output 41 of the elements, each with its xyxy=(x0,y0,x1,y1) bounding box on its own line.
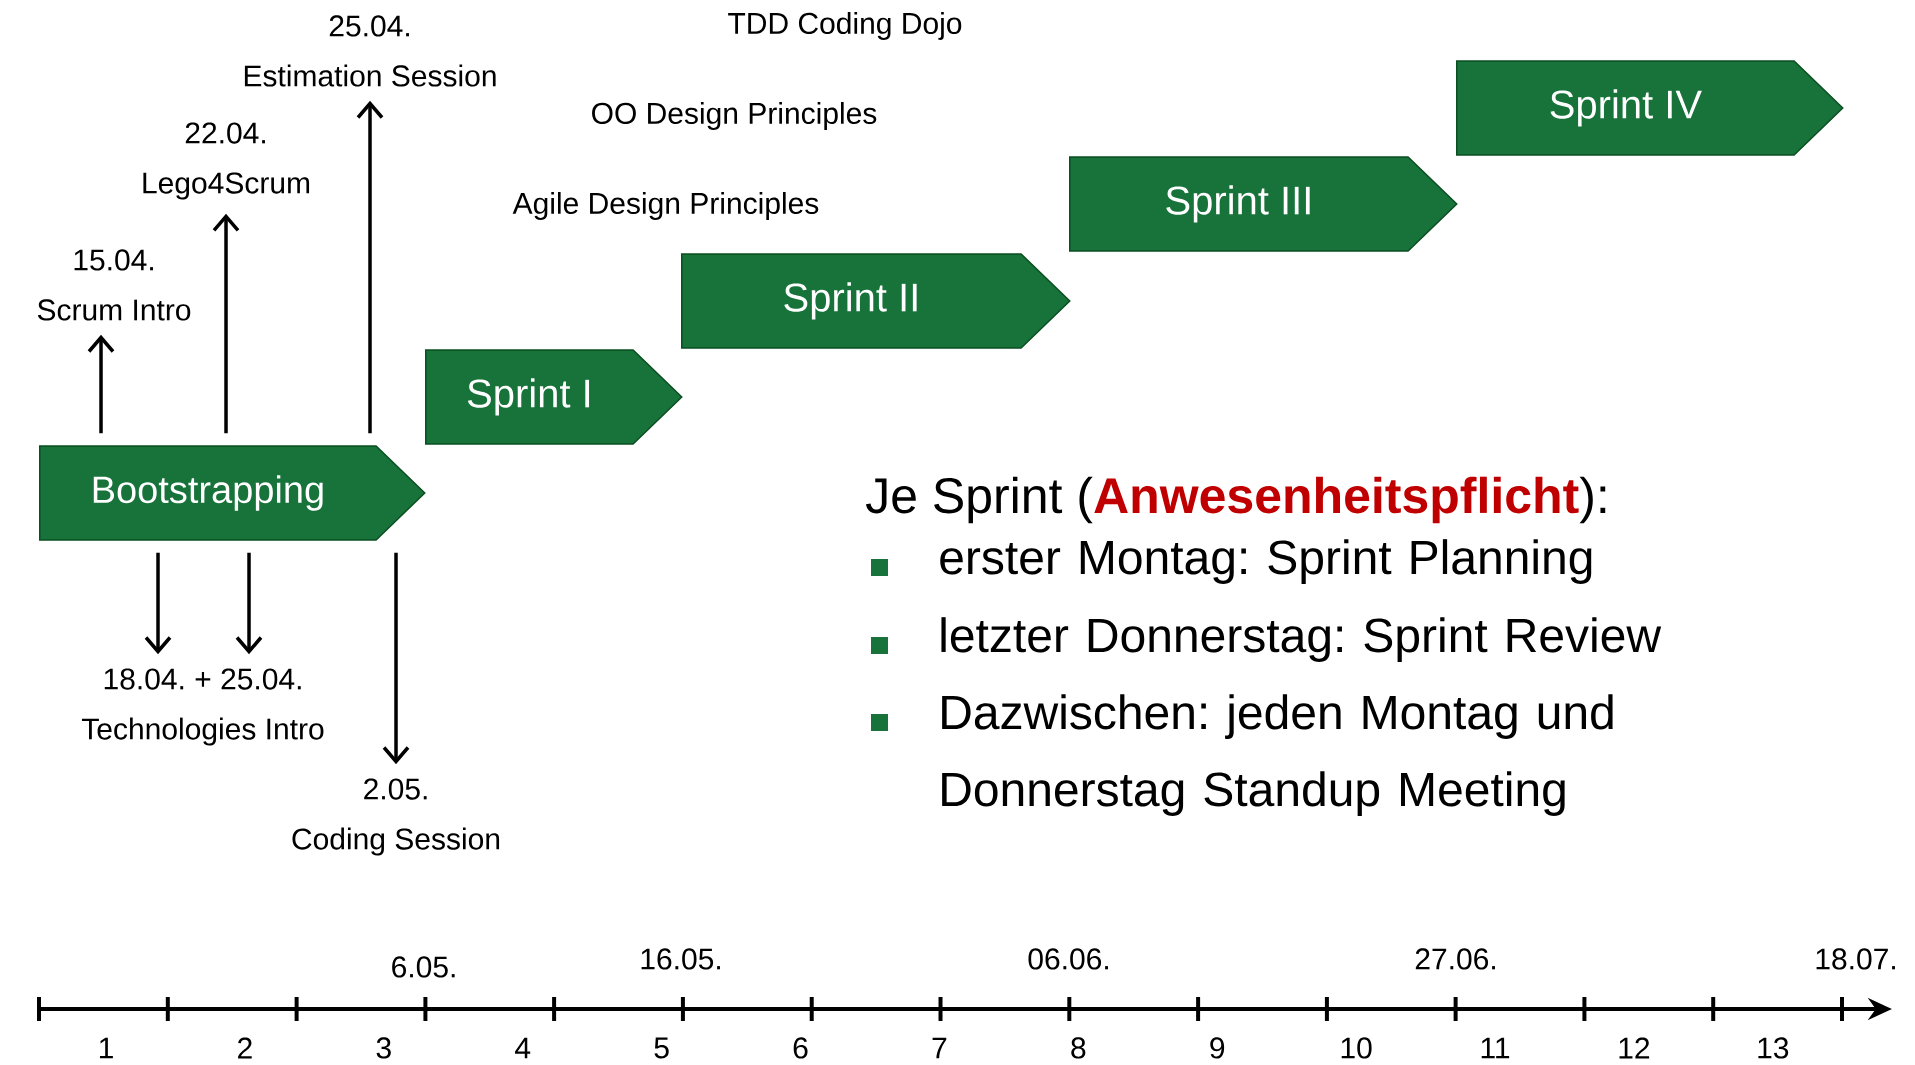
topic-label: OO Design Principles xyxy=(592,102,877,130)
arrow xyxy=(212,213,240,434)
phase-box: Sprint IV xyxy=(1456,60,1844,156)
arrow xyxy=(87,334,115,434)
phase-box: Sprint I xyxy=(425,349,683,445)
arrow xyxy=(235,552,263,655)
heading-text: Je Sprint (Anwesenheitspflicht): xyxy=(866,476,1606,524)
week-number: 5 xyxy=(654,1037,669,1059)
week-number: 4 xyxy=(515,1037,531,1059)
week-number: 9 xyxy=(1210,1037,1225,1059)
week-number: 7 xyxy=(932,1037,947,1059)
date-label: 06.06. xyxy=(1028,948,1108,970)
week-number: 13 xyxy=(1758,1037,1789,1059)
date-label: 18.07. xyxy=(1816,948,1895,970)
event-label: 18.04. + 25.04. Technologies Intro xyxy=(81,668,324,746)
week-number: 10 xyxy=(1341,1037,1372,1059)
arrow xyxy=(356,100,384,434)
week-number: 11 xyxy=(1481,1037,1510,1059)
phase-box: Sprint III xyxy=(1069,156,1458,252)
event-label: 15.04. Scrum Intro xyxy=(37,249,191,321)
date-label: 16.05. xyxy=(641,948,720,970)
week-number: 6 xyxy=(793,1037,808,1059)
week-number: 12 xyxy=(1619,1037,1650,1059)
event-label: 25.04. Estimation Session xyxy=(244,15,496,87)
phase-box: Bootstrapping xyxy=(39,445,426,541)
week-number: 2 xyxy=(238,1037,252,1059)
bullet-text: letzter Donnerstag: Sprint Review xyxy=(941,617,1662,662)
event-label: 22.04. Lego4Scrum xyxy=(143,122,310,200)
arrow xyxy=(144,552,172,655)
week-number: 1 xyxy=(99,1037,113,1059)
date-label: 6.05. xyxy=(392,956,455,978)
phase-box: Sprint II xyxy=(681,253,1071,349)
bullet-text: erster Montag: Sprint Planning xyxy=(940,539,1592,584)
week-number: 3 xyxy=(376,1037,391,1059)
event-label: 2.05. Coding Session xyxy=(292,778,500,856)
topic-label: Agile Design Principles xyxy=(512,192,819,220)
arrow xyxy=(382,552,410,765)
date-label: 27.06. xyxy=(1415,948,1495,970)
week-number: 8 xyxy=(1071,1037,1086,1059)
topic-label: TDD Coding Dojo xyxy=(728,12,962,40)
bullet-text: Dazwischen: jeden Montag und Donnerstag Standup Meeting xyxy=(942,694,1613,816)
